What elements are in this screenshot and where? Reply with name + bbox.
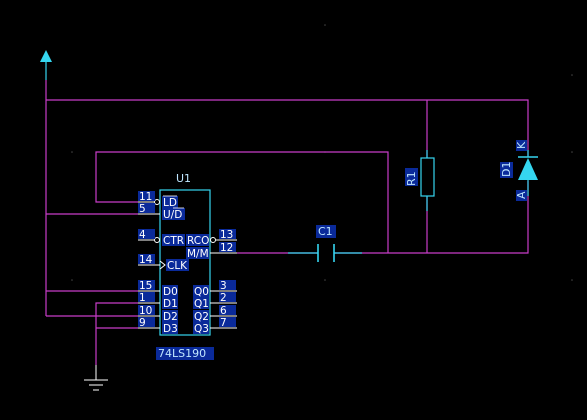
pin-number: 4 xyxy=(139,229,146,241)
wires xyxy=(45,80,529,365)
pin-number: 9 xyxy=(139,317,146,329)
u1-pin-q3[interactable]: Q3 7 xyxy=(193,317,237,335)
pin-label: Q3 xyxy=(194,323,209,335)
pin-label: D3 xyxy=(163,323,178,335)
pin-number: 7 xyxy=(220,317,227,329)
pin-label: M/M xyxy=(187,248,209,260)
clock-edge-icon xyxy=(159,260,166,270)
pin-label: LD xyxy=(163,197,177,209)
u1-ref: U1 xyxy=(176,172,191,185)
pin-number: 2 xyxy=(220,292,227,304)
pin-label: D1 xyxy=(163,298,178,310)
pin-label: Q0 xyxy=(194,286,209,298)
pin-number: 14 xyxy=(139,254,153,266)
d1-anode-label: A xyxy=(515,191,528,199)
u1-pin-q0[interactable]: Q0 3 xyxy=(193,280,237,298)
pin-number: 1 xyxy=(139,292,146,304)
wire-c1-out[interactable] xyxy=(334,181,529,254)
diode-icon xyxy=(518,150,538,196)
wire-d1-ground[interactable] xyxy=(95,302,138,365)
pin-label: RCO xyxy=(187,235,209,247)
pin-number: 11 xyxy=(139,191,152,203)
pin-number: 5 xyxy=(139,203,146,215)
power-arrow-icon[interactable] xyxy=(40,50,52,80)
pin-number: 3 xyxy=(220,280,227,292)
wire-ld-loop[interactable] xyxy=(95,151,389,253)
u1-pin-mm[interactable]: M/M 12 xyxy=(186,242,237,260)
pin-label: Q2 xyxy=(194,311,209,323)
c1-ref: C1 xyxy=(318,225,333,238)
resistor-icon xyxy=(420,150,435,211)
u1-pin-q1[interactable]: Q1 2 xyxy=(193,292,237,310)
d1-diode[interactable]: D1 K A xyxy=(500,140,538,201)
pin-label: D2 xyxy=(163,311,178,323)
u1-part: 74LS190 xyxy=(158,347,206,360)
d1-ref: D1 xyxy=(500,162,513,177)
pin-label: D0 xyxy=(163,286,178,298)
d1-cathode-label: K xyxy=(515,141,528,149)
pin-label: CLK xyxy=(167,260,188,272)
pin-label: CTR xyxy=(163,235,184,247)
pin-number: 13 xyxy=(220,229,233,241)
pin-number: 6 xyxy=(220,305,227,317)
pin-label: Q1 xyxy=(194,298,209,310)
capacitor-icon xyxy=(288,244,362,262)
r1-resistor[interactable]: R1 xyxy=(405,150,435,211)
pin-label: U/D xyxy=(163,209,182,221)
inversion-bubble-icon xyxy=(210,237,216,243)
inversion-bubble-icon xyxy=(154,199,160,205)
u1-pin-rco[interactable]: RCO 13 xyxy=(186,229,237,247)
pin-number: 10 xyxy=(139,305,152,317)
pin-number: 15 xyxy=(139,280,152,292)
u1-pin-q2[interactable]: Q2 6 xyxy=(193,305,237,323)
ground-icon[interactable] xyxy=(84,365,108,391)
pin-number: 12 xyxy=(220,242,233,254)
u1-body xyxy=(159,189,211,336)
c1-capacitor[interactable]: C1 xyxy=(288,225,362,262)
r1-ref: R1 xyxy=(405,171,418,186)
wire-top-rail[interactable] xyxy=(46,99,529,157)
inversion-bubble-icon xyxy=(154,237,160,243)
